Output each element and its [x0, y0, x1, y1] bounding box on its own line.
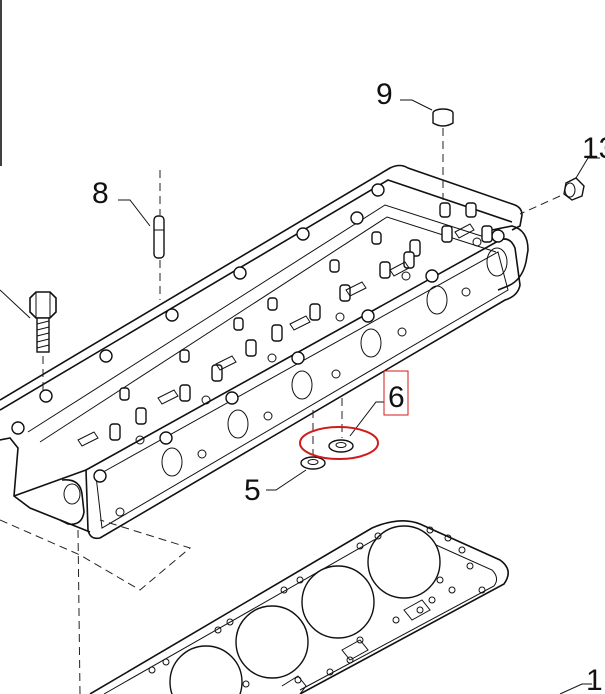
washer-6 [328, 398, 384, 453]
head-bolt [0, 289, 57, 392]
callout-13: 13 [582, 132, 605, 165]
head-gasket [89, 520, 592, 694]
leader-line-5 [266, 469, 307, 491]
highlight-ellipse [299, 426, 379, 460]
leader-line-bolt [0, 289, 31, 319]
cylinder-head [0, 164, 529, 694]
leader-line-1 [559, 683, 592, 694]
callout-1: 1 [586, 664, 603, 694]
callout-9: 9 [376, 78, 393, 111]
leader-line-6 [349, 401, 384, 437]
plug-13 [519, 157, 600, 215]
callout-6: 6 [388, 381, 405, 414]
leader-line-13 [575, 157, 600, 179]
plug-9 [400, 99, 454, 200]
callout-8: 8 [92, 177, 109, 210]
leader-line-9 [400, 99, 433, 111]
dowel-pin-8 [118, 170, 165, 300]
callout-5: 5 [244, 474, 261, 507]
highlight-box [383, 370, 409, 416]
leader-line-8 [118, 199, 151, 227]
washer-5 [266, 410, 326, 491]
